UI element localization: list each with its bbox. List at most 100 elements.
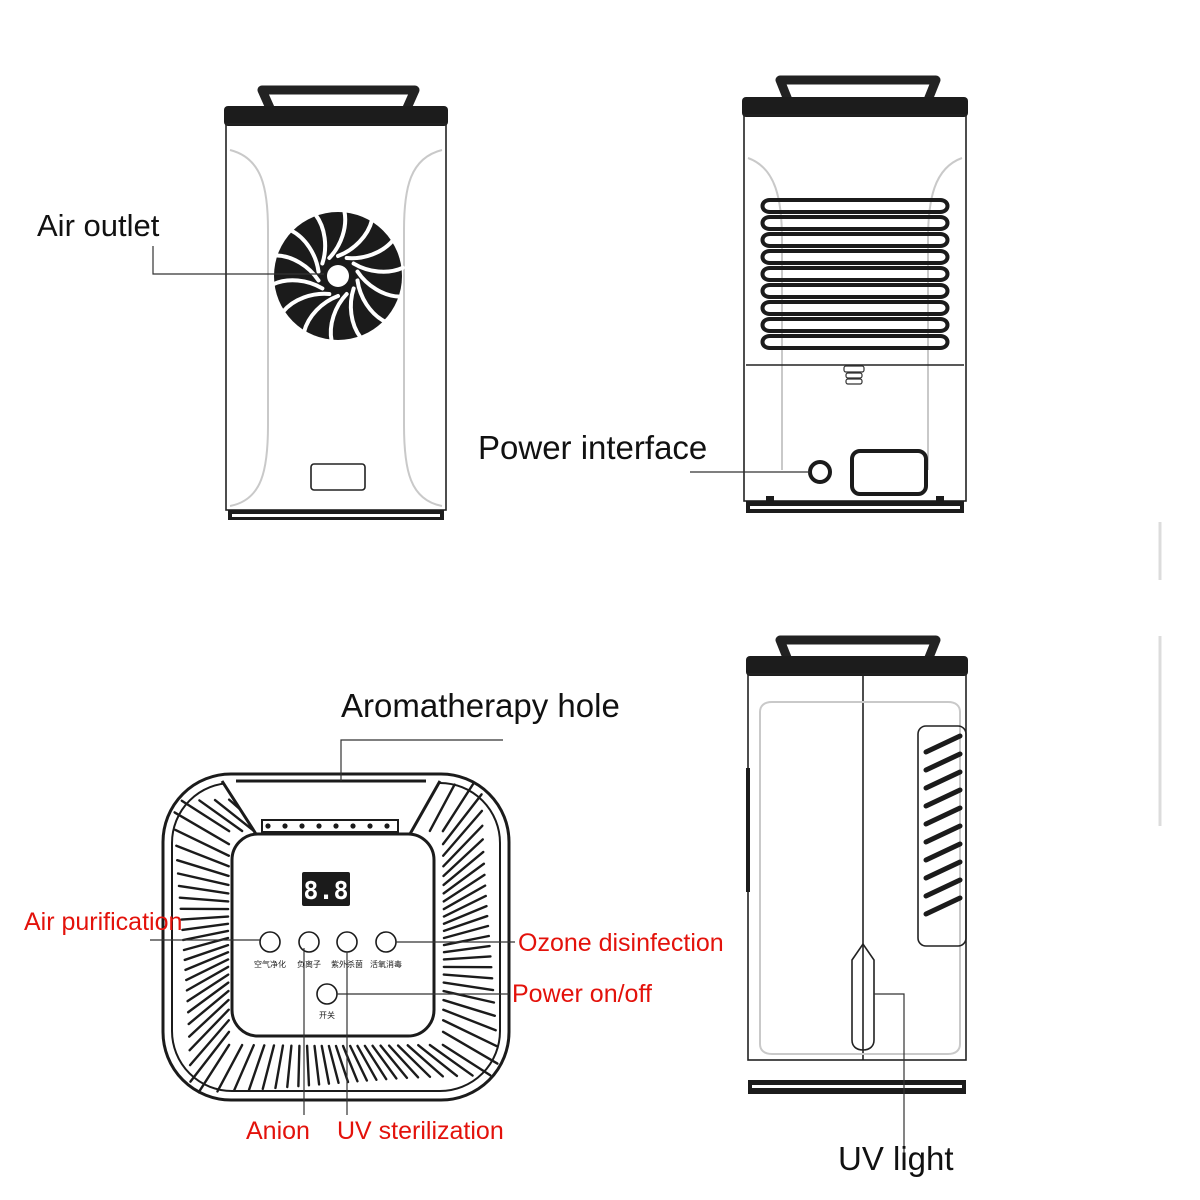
- btn-label-anion: 负离子: [297, 959, 321, 969]
- grille-line: [185, 965, 230, 992]
- fan-blade: [327, 208, 348, 260]
- grille-line: [197, 1043, 231, 1094]
- side-slat: [923, 751, 963, 773]
- slot-dot: [384, 823, 390, 829]
- fan-blade: [328, 292, 349, 344]
- side-handle: [775, 635, 941, 662]
- label-power-interface: Power interface: [478, 429, 707, 466]
- back-top-cap: [742, 97, 968, 117]
- grille-line: [442, 934, 490, 947]
- grille-line: [313, 1044, 321, 1086]
- leader-uv-light: [874, 993, 905, 1170]
- grille-line: [216, 1043, 244, 1093]
- slot-dot: [282, 823, 288, 829]
- fan-blade: [344, 238, 395, 261]
- back-switch-recess: [850, 449, 928, 496]
- side-slat: [923, 877, 963, 899]
- btn-uv-sterilization[interactable]: [336, 931, 358, 953]
- btn-ozone-disinfection[interactable]: [375, 931, 397, 953]
- grille-line: [442, 944, 491, 954]
- vent-slat: [760, 266, 950, 282]
- grille-line: [442, 914, 489, 933]
- label-power-onoff: Power on/off: [512, 980, 652, 1008]
- slot-dot: [299, 823, 305, 829]
- fan-blade: [302, 294, 340, 334]
- grille-line: [297, 1044, 301, 1088]
- front-display-window: [310, 463, 366, 491]
- label-air-outlet: Air outlet: [37, 208, 160, 243]
- slot-dot: [265, 823, 271, 829]
- label-uv-sterilization: UV sterilization: [337, 1117, 504, 1145]
- fan-blade: [351, 261, 405, 274]
- vent-slat: [760, 317, 950, 333]
- grille-line: [442, 1008, 497, 1032]
- grille-line: [187, 998, 230, 1038]
- front-right-panel: [403, 149, 443, 507]
- power-port-icon: [808, 460, 832, 484]
- grille-line: [327, 1044, 340, 1084]
- grille-line: [176, 872, 230, 887]
- fan-blade: [348, 286, 363, 340]
- grille-line: [180, 915, 230, 921]
- grille-line: [188, 1008, 230, 1052]
- grille-line: [274, 1044, 285, 1090]
- fan-blade: [271, 278, 325, 291]
- vent-slat: [760, 198, 950, 214]
- grille-line: [441, 793, 483, 846]
- grille-line: [442, 850, 485, 887]
- btn-anion[interactable]: [298, 931, 320, 953]
- uv-light-window: [851, 942, 875, 1051]
- leader-aromatherapy: [340, 739, 503, 781]
- grille-line: [442, 973, 494, 980]
- grille-line: [186, 981, 230, 1014]
- fan-icon: [271, 208, 405, 344]
- vent-slat: [760, 215, 950, 231]
- btn-label-power: 开关: [319, 1010, 335, 1020]
- front-left-panel: [229, 149, 269, 507]
- grille-line: [198, 799, 244, 833]
- grille-line: [181, 922, 230, 932]
- grille-line: [442, 955, 492, 961]
- fan-blade: [288, 228, 321, 274]
- side-slat: [923, 823, 963, 845]
- led-display-digits: 8.8: [303, 876, 348, 905]
- grille-line: [442, 989, 496, 1004]
- grille-line: [442, 824, 484, 868]
- grille-line: [363, 1044, 388, 1081]
- label-uv-light: UV light: [838, 1140, 954, 1177]
- side-body: [747, 673, 967, 1061]
- fan-blade: [336, 218, 374, 258]
- grille-line: [184, 951, 230, 972]
- grille-line: [442, 838, 485, 878]
- led-display: [302, 872, 350, 906]
- back-right-panel: [927, 157, 963, 470]
- label-air-purification: Air purification: [24, 908, 182, 936]
- slot-dot: [333, 823, 339, 829]
- side-view: [746, 635, 968, 1094]
- side-slat: [923, 859, 963, 881]
- btn-label-ozone: 活氧消毒: [370, 959, 402, 969]
- label-anion: Anion: [246, 1117, 310, 1145]
- slot-dot: [367, 823, 373, 829]
- vent-slat: [760, 300, 950, 316]
- side-vent-frame: [917, 725, 967, 947]
- btn-power[interactable]: [316, 983, 338, 1005]
- fan-blade: [273, 253, 321, 283]
- grille-line: [371, 1044, 398, 1080]
- grille-line: [213, 798, 255, 833]
- grille-line: [186, 973, 230, 1003]
- grille-line: [428, 783, 456, 833]
- grille-line: [417, 1043, 459, 1078]
- grille-line: [396, 1044, 432, 1079]
- grille-line: [441, 1019, 498, 1048]
- grille-line: [187, 989, 230, 1026]
- grille-line: [185, 958, 230, 982]
- btn-air-purification[interactable]: [259, 931, 281, 953]
- side-vent-slats: [923, 733, 963, 917]
- grille-line: [442, 924, 490, 940]
- label-ozone-disinfection: Ozone disinfection: [518, 929, 724, 957]
- front-view: [224, 85, 448, 520]
- grille-line: [261, 1044, 276, 1091]
- grille-line: [406, 1044, 445, 1078]
- vent-slat: [760, 334, 950, 350]
